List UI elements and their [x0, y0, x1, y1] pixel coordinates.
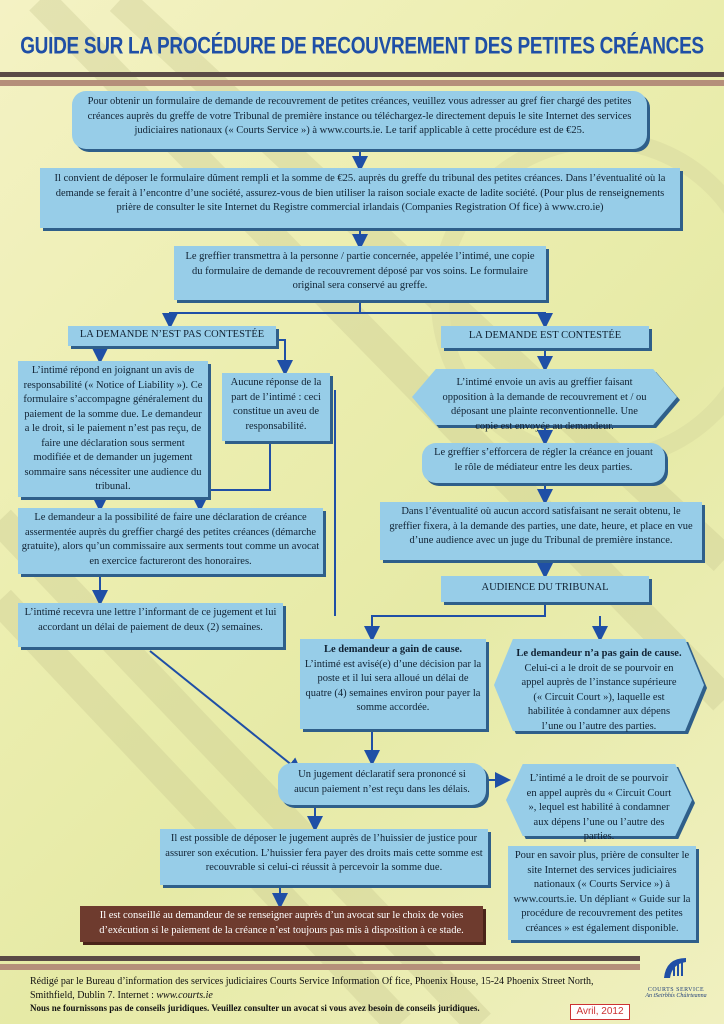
date-badge: Avril, 2012 [570, 1004, 630, 1020]
footer-line-2: Smithfield, Dublin 7. Internet : www.cou… [30, 990, 213, 1001]
won-title: Le demandeur a gain de cause. [323, 644, 463, 655]
arrow-audience-won [364, 604, 546, 642]
no-reply-box: Aucune réponse de la part de l’intimé : … [222, 373, 330, 441]
logo-irish-name: An tSeirbhís Chúirteanna [645, 993, 707, 999]
bottom-band-dark [0, 956, 640, 961]
footer-disclaimer: Nous ne fournissons pas de conseils juri… [30, 1003, 480, 1013]
top-band-light [0, 80, 724, 86]
page-title: GUIDE SUR LA PROCÉDURE DE RECOUVREMENT D… [20, 33, 704, 60]
footer-link[interactable]: www.courts.ie [156, 990, 213, 1001]
harp-icon [664, 958, 686, 978]
more-info-box: Pour en savoir plus, prière de consulter… [508, 846, 696, 940]
lost-body: Celui-ci a le droit de se pourvoir en ap… [521, 662, 677, 732]
bailiff-box: Il est possible de déposer le jugement a… [160, 829, 488, 885]
lost-box: Le demandeur n’a pas gain de cause. Celu… [494, 639, 707, 734]
hearing-date-box: Dans l’éventualité où aucun accord satis… [380, 502, 702, 560]
lawyer-box: Il est conseillé au demandeur de se rens… [80, 906, 483, 942]
courts-service-logo: COURTS SERVICE An tSeirbhís Chúirteanna [641, 954, 711, 999]
arrow-noreply-sworn [192, 443, 271, 512]
audience-box: AUDIENCE DU TRIBUNAL [441, 576, 649, 602]
arrow-split [162, 301, 361, 329]
lost-title: Le demandeur n’a pas gain de cause. [516, 648, 682, 659]
won-body: L’intimé est avisé(e) d’une décision par… [304, 658, 482, 714]
opposition-text: L’intimé envoie un avis au greffier fais… [442, 377, 647, 432]
deposit-box: Il convient de déposer le formulaire dûm… [40, 168, 680, 228]
footer-line-1: Rédigé par le Bureau d’information des s… [30, 976, 594, 987]
contested-box: LA DEMANDE EST CONTESTÉE [441, 326, 649, 348]
greffier-box: Le greffier transmettra à la personne / … [174, 246, 546, 300]
appeal-box: L’intimé a le droit de se pourvoir en ap… [506, 764, 695, 842]
arrow-letter-declaratory [149, 650, 303, 774]
appeal-text: L’intimé a le droit de se pourvoir en ap… [526, 773, 672, 842]
top-band-dark [0, 72, 724, 77]
intro-box: Pour obtenir un formulaire de demande de… [72, 91, 647, 149]
won-box: Le demandeur a gain de cause. L’intimé e… [300, 639, 486, 729]
arrow-split-right [360, 312, 553, 329]
letter-box: L’intimé recevra une lettre l’informant … [18, 603, 283, 647]
bottom-band-light [0, 964, 640, 970]
footer-address: Smithfield, Dublin 7. Internet : [30, 990, 157, 1001]
liability-box: L’intimé répond en joignant un avis de r… [18, 361, 208, 497]
sworn-box: Le demandeur a la possibilité de faire u… [18, 508, 323, 574]
logo-name: COURTS SERVICE [647, 987, 705, 993]
not-contested-box: LA DEMANDE N’EST PAS CONTESTÉE [68, 326, 276, 346]
mediation-box: Le greffier s’efforcera de régler la cré… [422, 443, 665, 483]
declaratory-box: Un jugement déclaratif sera prononcé si … [278, 763, 486, 805]
opposition-box: L’intimé envoie un avis au greffier fais… [412, 369, 680, 432]
